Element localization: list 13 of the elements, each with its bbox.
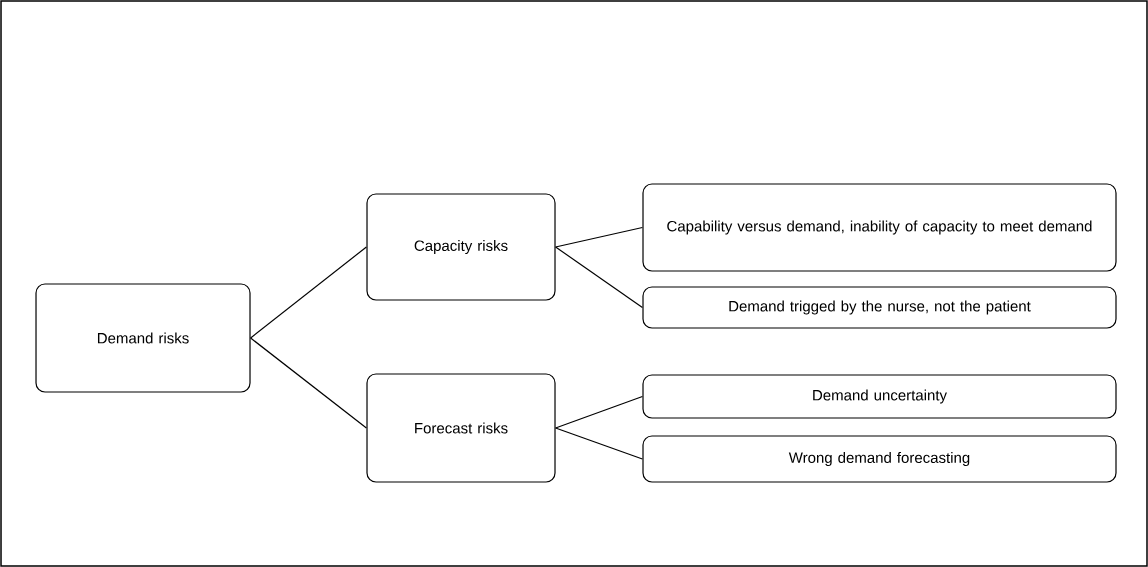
risk-box: Wrong demand forecasting <box>642 435 1117 483</box>
risk-box: Capability versus demand, inability of capacity to meet demand <box>642 183 1117 272</box>
connector-line <box>555 395 643 429</box>
connector-line <box>555 246 643 309</box>
risk-box: Demand uncertainty <box>642 374 1117 419</box>
connector-line <box>555 427 643 460</box>
risk-box: Forecast risks <box>366 373 556 483</box>
connector-line <box>250 337 367 429</box>
connector-line <box>555 226 643 248</box>
risk-box: Capacity risks <box>366 193 556 301</box>
risk-box: Demand risks <box>35 283 251 393</box>
risk-box: Demand trigged by the nurse, not the patient <box>642 286 1117 329</box>
connector-line <box>250 246 367 339</box>
